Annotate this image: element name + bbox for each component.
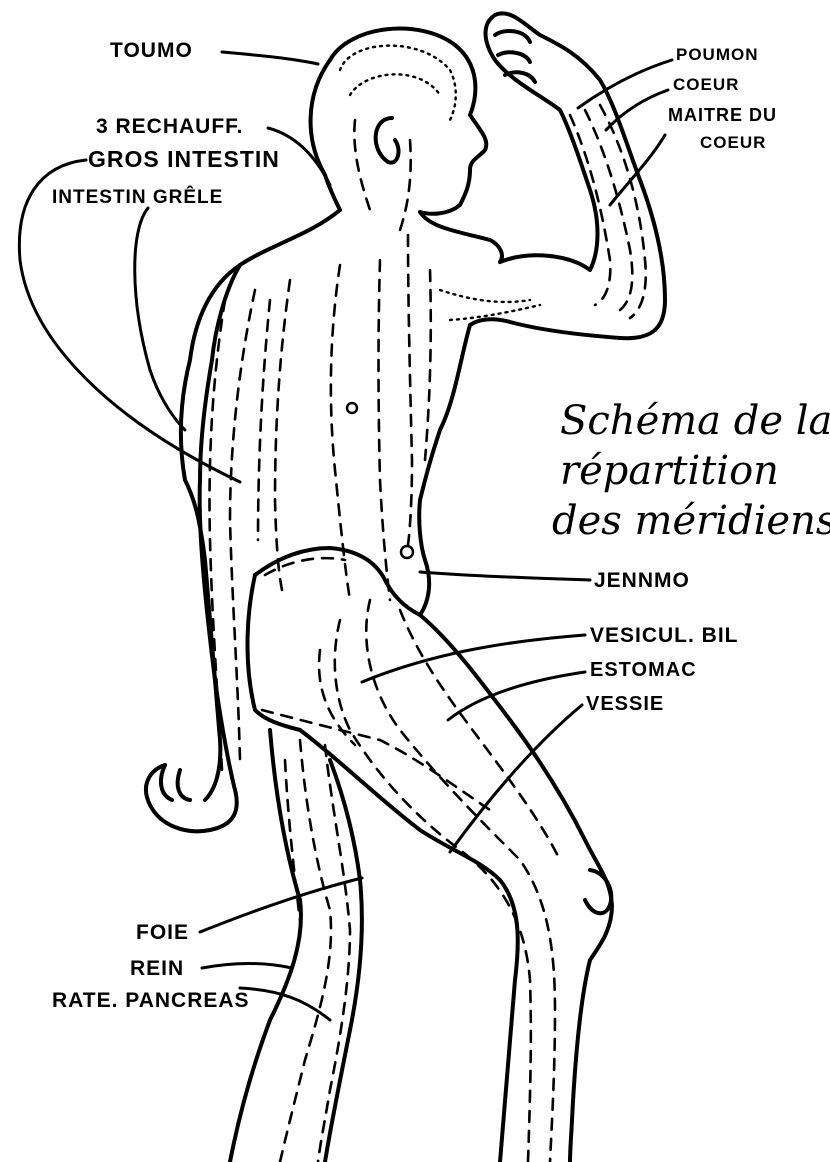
- ear: [376, 118, 399, 163]
- raised-arm-meridian-2: [570, 115, 610, 305]
- leader-intestin-grele: [135, 208, 185, 430]
- back-leg-front: [325, 760, 362, 1162]
- armpit-meridian: [440, 290, 540, 320]
- leader-gros-intestin: [19, 160, 240, 482]
- label-coeur-2: COEUR: [700, 134, 766, 151]
- title-line-3: des méridiens: [552, 500, 830, 542]
- head-meridian-2: [350, 74, 440, 95]
- label-maitre-du: MAITRE DU: [668, 106, 777, 124]
- knee-cap: [585, 870, 611, 913]
- leader-jennmo: [420, 572, 590, 580]
- chest-meridian-right: [425, 270, 431, 460]
- label-gros-intestin: GROS INTESTIN: [88, 148, 280, 171]
- head-meridian-4: [400, 140, 411, 230]
- leader-foie: [200, 878, 362, 932]
- title-line-2: répartition: [560, 450, 779, 492]
- label-rechauff: 3 RECHAUFF.: [96, 116, 244, 137]
- label-estomac: ESTOMAC: [590, 660, 697, 680]
- label-intestin-grele: INTESTIN GRÊLE: [52, 188, 223, 207]
- head-meridian-3: [354, 120, 370, 210]
- hand: [161, 765, 190, 800]
- leader-rate: [240, 988, 330, 1020]
- title-line-1: Schéma de la: [560, 400, 830, 442]
- label-jennmo: JENNMO: [594, 570, 690, 591]
- label-coeur: COEUR: [673, 76, 739, 93]
- label-toumo: TOUMO: [110, 40, 193, 61]
- leader-toumo: [222, 52, 318, 64]
- navel: [401, 546, 413, 558]
- neck-front: [420, 212, 502, 262]
- chest-meridian-left: [379, 260, 391, 600]
- leg-meridian-1: [335, 620, 531, 1162]
- head-back: [311, 60, 340, 210]
- raised-fist: [495, 31, 535, 82]
- label-foie: FOIE: [136, 922, 189, 943]
- torso-left: [181, 210, 340, 800]
- label-rein: REIN: [130, 958, 184, 979]
- back-leg-back: [230, 730, 301, 1162]
- arm-meridian-3: [258, 300, 270, 540]
- nipple: [347, 403, 357, 413]
- leader-rein: [202, 964, 292, 969]
- jennmo-meridian: [408, 235, 412, 545]
- thigh-top: [248, 575, 301, 730]
- leader-estomac: [448, 672, 585, 720]
- label-vessie: VESSIE: [586, 694, 664, 714]
- label-rate-pancreas: RATE. PANCREAS: [52, 990, 250, 1011]
- label-vesicul-bil: VESICUL. BIL: [590, 625, 739, 646]
- leader-poumon: [578, 60, 672, 108]
- side-meridian-2: [275, 280, 290, 590]
- leg-meridian-3: [319, 650, 355, 745]
- label-poumon: POUMON: [676, 46, 759, 63]
- toumo-meridian: [340, 46, 456, 120]
